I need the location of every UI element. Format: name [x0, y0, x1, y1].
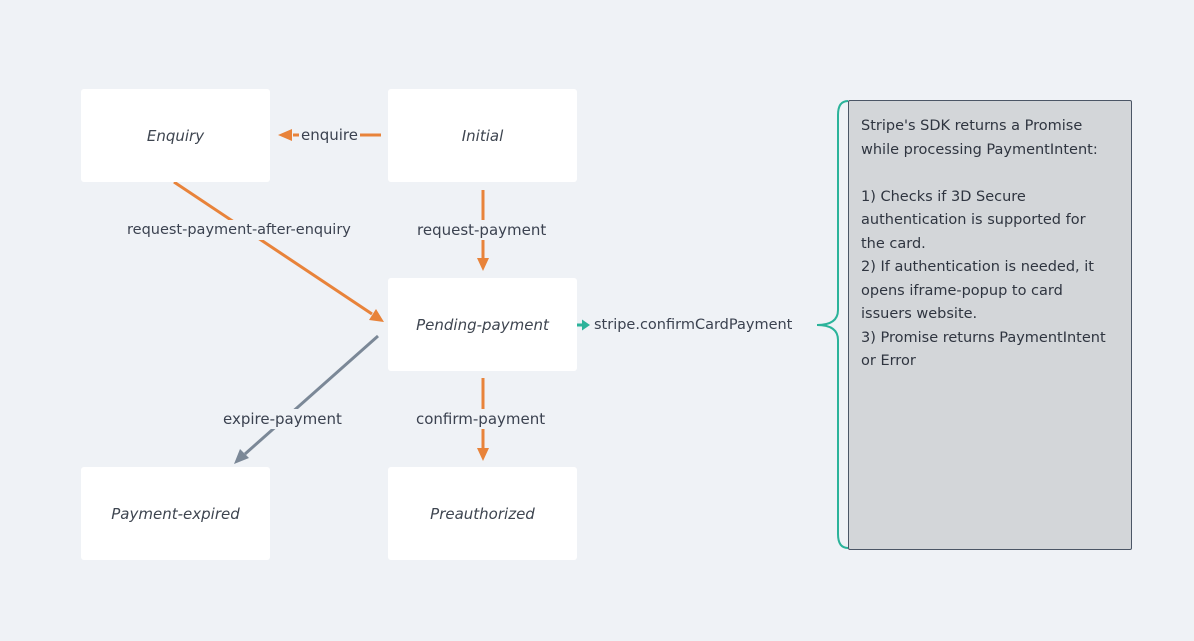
- expire-payment-label: expire-payment: [221, 409, 344, 429]
- state-preauthorized[interactable]: Preauthorized: [388, 467, 577, 560]
- state-initial[interactable]: Initial: [388, 89, 577, 182]
- state-preauthorized-label: Preauthorized: [430, 504, 535, 523]
- note-line: 1) Checks if 3D Secure: [861, 188, 1026, 205]
- state-enquiry-label: Enquiry: [146, 126, 205, 145]
- request-payment-after-enquiry-label: request-payment-after-enquiry: [125, 220, 353, 240]
- state-payment-expired[interactable]: Payment-expired: [81, 467, 270, 560]
- note-line: or Error: [861, 353, 916, 369]
- state-enquiry[interactable]: Enquiry: [81, 89, 270, 182]
- note-line: while processing PaymentIntent:: [861, 141, 1098, 158]
- note-line: [861, 162, 1121, 186]
- note-line: authentication is supported for: [861, 212, 1086, 228]
- state-pending-payment-label: Pending-payment: [416, 315, 549, 334]
- state-payment-expired-label: Payment-expired: [111, 504, 240, 523]
- note-line: issuers website.: [861, 306, 978, 322]
- enquire-label: enquire: [299, 125, 360, 145]
- stripe-confirm-label: stripe.confirmCardPayment: [592, 315, 795, 335]
- note-line: the card.: [861, 235, 926, 252]
- confirm-payment-label: confirm-payment: [414, 409, 548, 429]
- state-pending-payment[interactable]: Pending-payment: [388, 278, 577, 371]
- note-line: opens iframe-popup to card: [861, 282, 1063, 299]
- note-brace: [816, 100, 849, 549]
- note-line: 3) Promise returns PaymentIntent: [861, 329, 1106, 346]
- request-payment-after-enquiry-arrow: [173, 180, 384, 322]
- note-line: 2) If authentication is needed, it: [861, 259, 1094, 275]
- stripe-confirm-arrow: [577, 319, 590, 331]
- stripe-sdk-note: Stripe's SDK returns a Promise while pro…: [848, 100, 1132, 550]
- expire-payment-arrow: [234, 334, 379, 464]
- note-line: Stripe's SDK returns a Promise: [861, 118, 1083, 134]
- state-initial-label: Initial: [461, 126, 504, 145]
- request-payment-label: request-payment: [415, 220, 549, 240]
